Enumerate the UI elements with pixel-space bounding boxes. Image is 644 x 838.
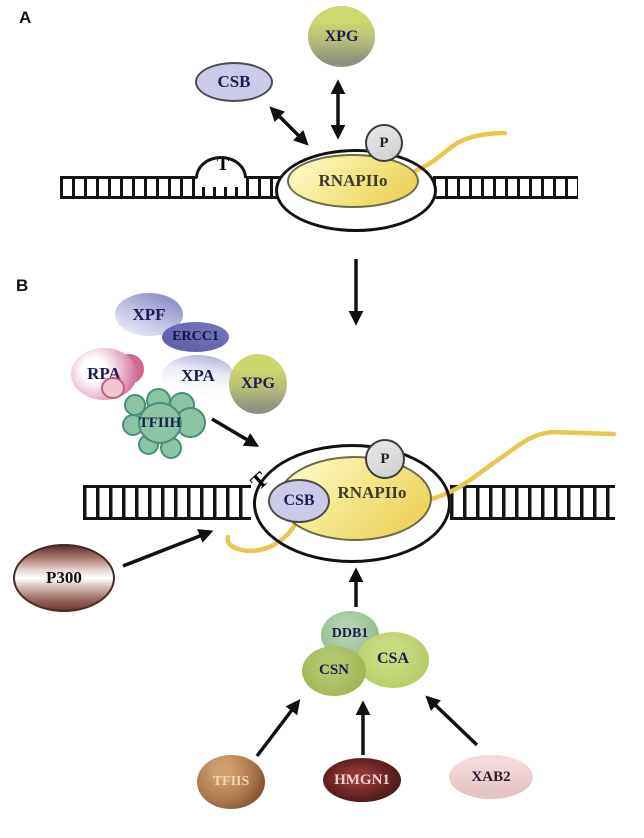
arrow-xab2-csa xyxy=(425,695,479,747)
phospho-p-a: P xyxy=(365,124,403,162)
panel-b-label: B xyxy=(16,276,29,295)
dna-rail-a-lesion-gap xyxy=(196,176,246,199)
protein-xpg-b: XPG xyxy=(229,354,287,414)
arrow-tfiis-csn xyxy=(255,699,301,758)
protein-csa-b xyxy=(357,632,429,688)
protein-tfiih-b-label: TFIIH xyxy=(138,415,182,431)
protein-csb-a: CSB xyxy=(195,62,273,102)
protein-p300-b: P300 xyxy=(13,544,115,612)
protein-rnapii-a xyxy=(287,154,419,208)
arrow-tfiih-complex xyxy=(211,417,260,447)
phospho-p-b: P xyxy=(365,439,405,479)
protein-ddb1-b-label: DDB1 xyxy=(331,626,369,641)
dna-ladder-a-mid xyxy=(246,176,283,199)
protein-csa-b-label: CSA xyxy=(376,650,409,667)
protein-xab2-b: XAB2 xyxy=(449,755,533,799)
arrow-csb-rnapii-a xyxy=(269,106,309,146)
tfiih-circle-main xyxy=(138,402,182,444)
transcription-bubble-b-outline xyxy=(253,444,451,563)
dna-ladder-b-left xyxy=(83,485,251,520)
dna-lesion-t-a: T xyxy=(216,154,230,175)
dna-single-strand-stubs-a xyxy=(202,187,246,196)
dna-ladder-b-right xyxy=(450,485,615,520)
protein-csn-b-label: CSN xyxy=(318,662,349,678)
arrow-p300-complex xyxy=(122,529,214,568)
protein-csb-b: CSB xyxy=(268,479,330,523)
transcription-bubble-a-outline xyxy=(275,149,437,232)
protein-rnapii-b-label: RNAPIIo xyxy=(337,483,407,502)
protein-rnapii-a-label: RNAPIIo xyxy=(318,171,388,190)
protein-tfiis-b: TFIIS xyxy=(197,755,265,809)
protein-xpa-b: XPA xyxy=(162,355,234,397)
protein-rpa-subunit3-b xyxy=(101,377,125,399)
protein-csn-b xyxy=(302,646,366,696)
protein-ercc1-b: ERCC1 xyxy=(162,322,229,352)
protein-xpg-a: XPG xyxy=(308,6,375,67)
protein-hmgn1-b: HMGN1 xyxy=(323,758,401,802)
dna-ladder-a-left xyxy=(60,176,197,199)
dna-ladder-a-right xyxy=(433,176,578,199)
panel-a-label: A xyxy=(19,8,32,27)
